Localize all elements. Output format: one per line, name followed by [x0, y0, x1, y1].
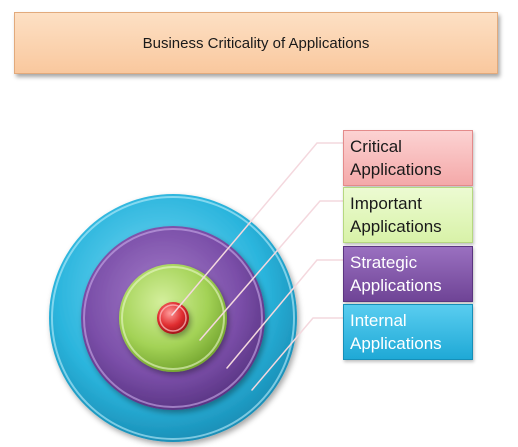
label-strategic-applications: Strategic Applications — [343, 246, 473, 302]
label-important-applications: Important Applications — [343, 187, 473, 243]
ring-internal-highlight — [51, 196, 295, 440]
label-critical-line1: Critical — [350, 137, 402, 156]
core-critical-highlight — [159, 304, 187, 332]
connector-strategic — [226, 259, 344, 369]
diagram-title: Business Criticality of Applications — [142, 34, 370, 52]
ring-important-highlight — [121, 266, 225, 370]
label-important-line1: Important — [350, 194, 422, 213]
label-internal-line1: Internal — [350, 311, 407, 330]
label-important-line2: Applications — [350, 217, 442, 236]
label-strategic-line1: Strategic — [350, 253, 418, 272]
ring-strategic-highlight — [83, 228, 263, 408]
title-banner: Business Criticality of Applications — [14, 12, 498, 74]
label-strategic-line2: Applications — [350, 276, 442, 295]
label-critical-applications: Critical Applications — [343, 130, 473, 186]
connector-important — [199, 200, 344, 341]
label-internal-line2: Applications — [350, 334, 442, 353]
core-critical — [157, 302, 189, 334]
label-internal-applications: Internal Applications — [343, 304, 473, 360]
connector-internal — [251, 317, 344, 391]
connector-critical — [171, 142, 344, 316]
label-critical-line2: Applications — [350, 160, 442, 179]
